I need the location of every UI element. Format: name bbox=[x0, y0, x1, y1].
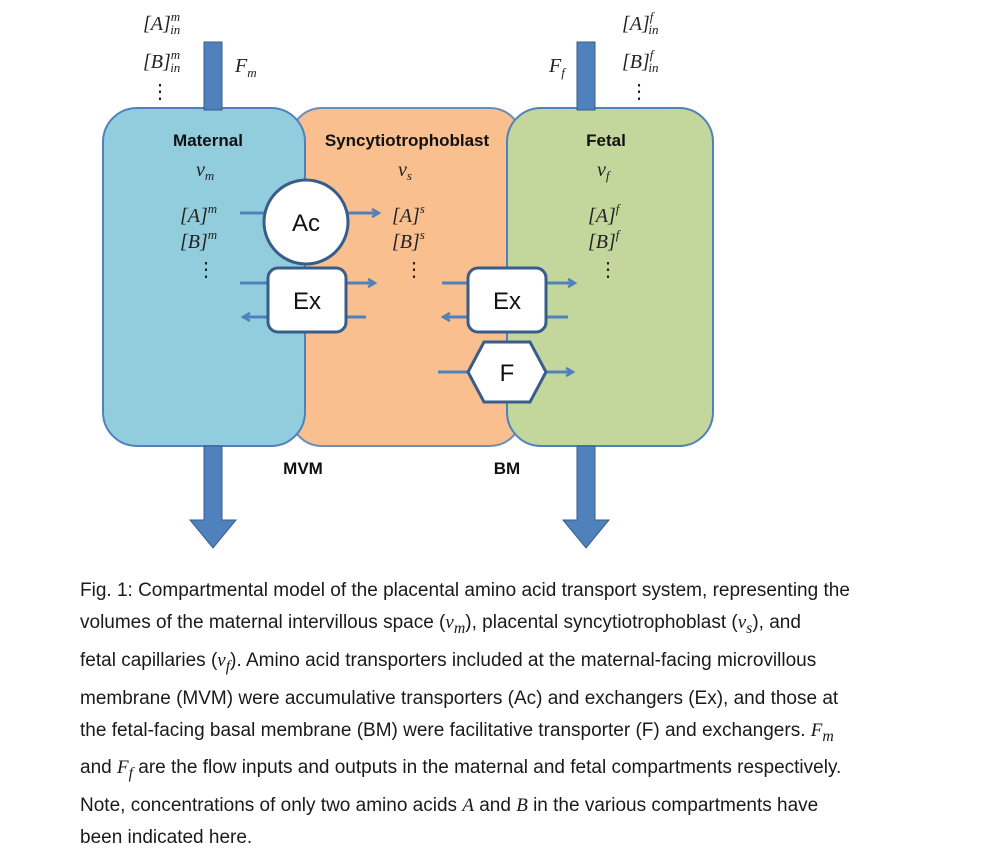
maternal-inflow-shaft bbox=[203, 41, 223, 111]
syncytio-conc-b: [B]s bbox=[392, 227, 425, 253]
maternal-conc-dots: ⋮ bbox=[196, 259, 216, 281]
syncytio-volume: vs bbox=[398, 159, 412, 183]
figure-caption: Fig. 1: Compartmental model of the place… bbox=[80, 575, 960, 854]
fetal-title: Fetal bbox=[586, 131, 626, 150]
syncytio-conc-a: [A]s bbox=[392, 201, 425, 227]
f-label: F bbox=[500, 360, 515, 387]
caption-line: Note, concentrations of only two amino a… bbox=[80, 795, 819, 817]
maternal-conc-a: [A]m bbox=[180, 201, 217, 227]
caption-line: Fig. 1: Compartmental model of the place… bbox=[80, 580, 850, 601]
maternal-conc-b: [B]m bbox=[180, 227, 217, 253]
maternal-outflow-arrow bbox=[188, 445, 238, 549]
bm-label: BM bbox=[494, 459, 520, 478]
maternal-flow-label: Fm bbox=[234, 55, 257, 80]
f-transporter bbox=[466, 340, 548, 404]
fetal-inflow-shaft bbox=[576, 41, 596, 111]
syncytio-conc-dots: ⋮ bbox=[404, 259, 424, 281]
maternal-volume: vm bbox=[196, 159, 214, 183]
ac-label: Ac bbox=[292, 210, 320, 237]
caption-line: been indicated here. bbox=[80, 827, 253, 849]
fetal-outflow-arrow bbox=[561, 445, 611, 549]
fetal-conc-b: [B]f bbox=[588, 227, 622, 253]
ex-bm-transporter bbox=[466, 266, 548, 334]
fetal-conc-a: [A]f bbox=[588, 201, 622, 227]
maternal-input-dots: ⋮ bbox=[150, 81, 170, 103]
ex-bm-label: Ex bbox=[493, 288, 521, 315]
caption-line: volumes of the maternal intervillous spa… bbox=[80, 612, 801, 637]
caption-line: and Ff are the flow inputs and outputs i… bbox=[80, 757, 842, 783]
fetal-input-dots: ⋮ bbox=[629, 81, 649, 103]
fetal-flow-label: Ff bbox=[548, 55, 567, 80]
maternal-title: Maternal bbox=[173, 131, 243, 150]
caption-line: membrane (MVM) were accumulative transpo… bbox=[80, 687, 839, 709]
ex-mvm-transporter bbox=[266, 266, 348, 334]
ex-mvm-label: Ex bbox=[293, 288, 321, 315]
ac-transporter bbox=[262, 178, 350, 266]
caption-line: the fetal-facing basal membrane (BM) wer… bbox=[80, 719, 834, 745]
syncytio-title: Syncytiotrophoblast bbox=[325, 131, 490, 150]
fetal-conc-dots: ⋮ bbox=[598, 259, 618, 281]
caption-line: fetal capillaries (vf). Amino acid trans… bbox=[80, 649, 817, 675]
mvm-label: MVM bbox=[283, 459, 323, 478]
fetal-volume: vf bbox=[597, 159, 612, 183]
